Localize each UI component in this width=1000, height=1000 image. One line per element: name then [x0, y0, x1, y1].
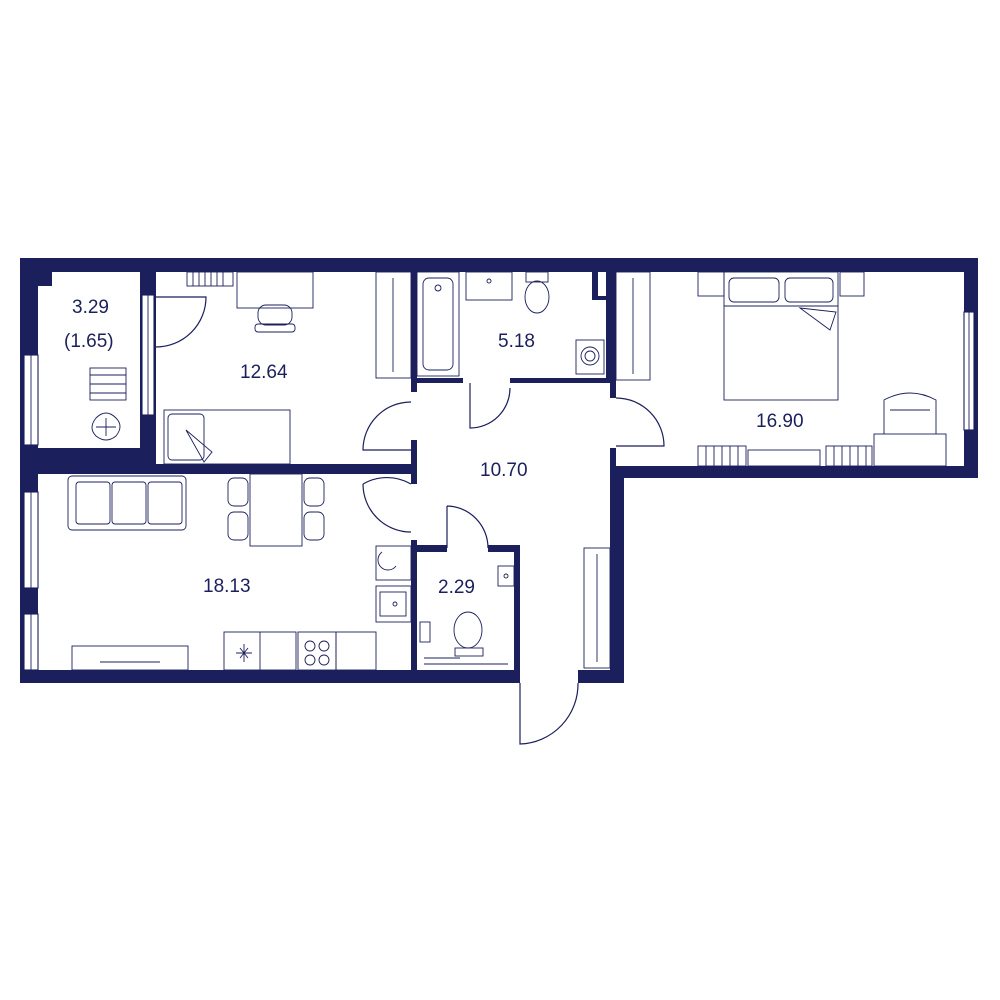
bathroom-area: 5.18	[498, 331, 535, 352]
hall-area: 10.70	[480, 460, 528, 481]
bedroom-area: 16.90	[756, 411, 804, 432]
windows	[23, 294, 975, 671]
room-small-area: 12.64	[240, 362, 288, 383]
wc-area: 2.29	[438, 577, 475, 598]
doors	[155, 296, 665, 745]
furniture	[67, 271, 947, 671]
balcony-area: 3.29	[72, 297, 109, 318]
balcony-area-reduced: (1.65)	[64, 331, 114, 352]
room-labels: 3.29 (1.65) 12.64 5.18 16.90 10.70 18.13…	[64, 297, 804, 598]
kitchen-living-area: 18.13	[203, 576, 251, 597]
